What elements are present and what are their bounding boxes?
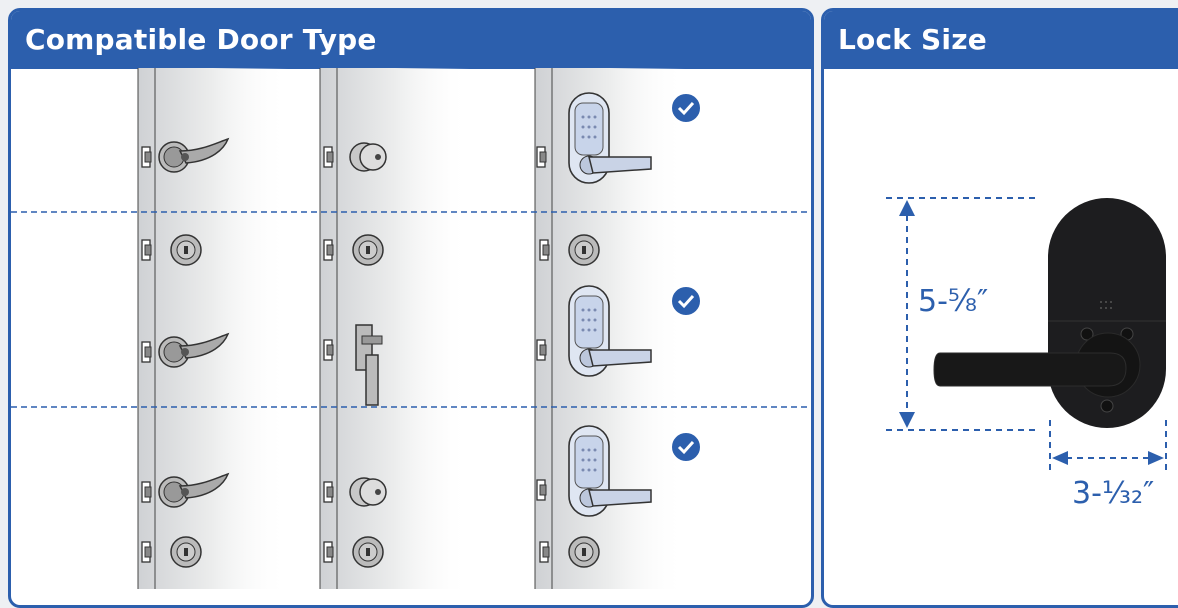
panel-title: Compatible Door Type <box>11 11 811 69</box>
panel-title: Lock Size <box>824 11 1178 69</box>
door-column-2 <box>319 68 470 589</box>
check-icon <box>669 430 703 464</box>
height-label: 5-⅝″ <box>918 284 989 319</box>
check-icon <box>669 91 703 125</box>
width-dimension <box>1049 420 1167 475</box>
illustrations <box>11 68 1167 589</box>
lock-product-image <box>933 198 1166 428</box>
height-dimension <box>886 197 1035 431</box>
door-column-3 <box>534 68 685 589</box>
width-label: 3-¹⁄₃₂″ <box>1072 476 1155 511</box>
check-icon <box>669 284 703 318</box>
